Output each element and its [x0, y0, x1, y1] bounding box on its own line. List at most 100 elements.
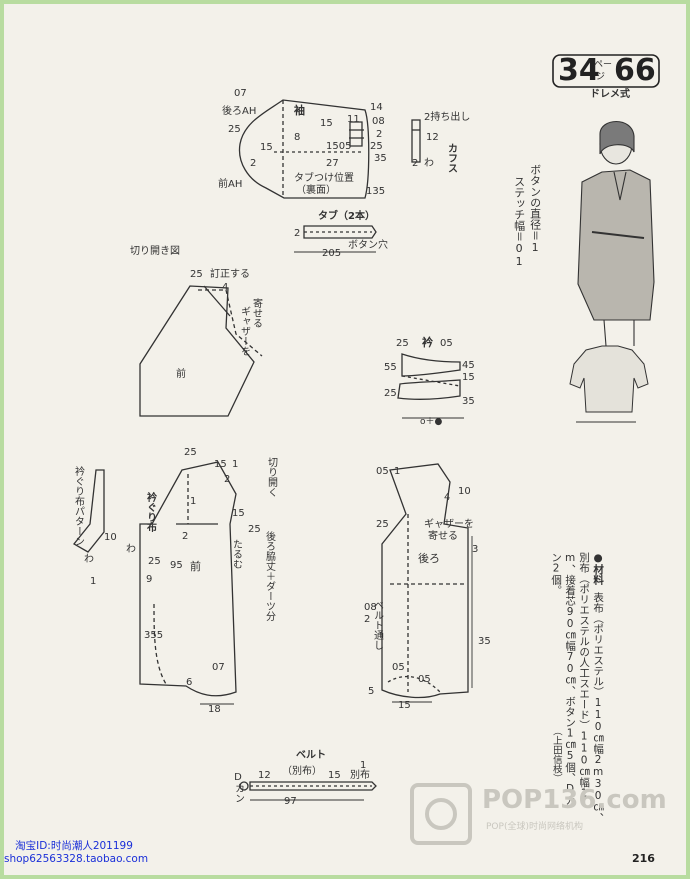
page-prefix: 34 — [558, 53, 600, 88]
sleeve-08: 08 — [372, 116, 385, 127]
slash-gather2-label: 寄せる — [250, 298, 262, 328]
sleeve-1505: 1505 — [326, 141, 351, 152]
back-10: 10 — [458, 486, 471, 497]
style-name: ドレメ式 — [590, 89, 630, 100]
back-gather: ギャザーを — [424, 518, 474, 530]
front-wa: わ — [126, 543, 136, 555]
back-15: 15 — [398, 700, 411, 711]
sleeve-11: 11 — [347, 114, 360, 125]
slash-title: 切り開き図 — [130, 245, 180, 257]
sleeve-2b: 2 — [376, 129, 382, 140]
front-6: 6 — [186, 677, 192, 688]
slash-25: 25 — [190, 269, 203, 280]
front-18: 18 — [208, 704, 221, 715]
cuff-12: 12 — [426, 132, 439, 143]
belt-outline — [249, 781, 377, 791]
stitch-width-note: ステッチ幅＝01 — [512, 176, 526, 268]
sleeve-outline — [238, 99, 370, 199]
sleeve-2: 2 — [250, 158, 256, 169]
front-label: 前 — [190, 559, 201, 573]
flat-illustration — [569, 345, 649, 423]
belt-sub-cloth: （別布） — [282, 765, 322, 777]
tab-button-hole: ボタン穴 — [348, 238, 388, 251]
sleeve-8: 8 — [294, 132, 300, 143]
cuff-outline — [411, 119, 421, 163]
cuff-2: 2 — [412, 158, 418, 169]
collar-15: 15 — [462, 372, 475, 383]
neckband-wa: わ — [84, 553, 94, 565]
model-illustration — [577, 121, 655, 347]
page-reference-badge: 34 ペー ジ 66 ドレメ式 — [552, 53, 660, 100]
front-15: 15 — [214, 459, 227, 470]
page-number-box: 66 — [614, 53, 656, 88]
pattern-drawing: 07 後ろAH 25 15 2 前AH 袖 8 15 11 1505 27 タブ… — [73, 88, 655, 807]
sleeve-25b: 25 — [370, 141, 383, 152]
back-1: 1 — [394, 466, 400, 477]
tarumu-label: たるむ — [230, 539, 242, 569]
front-1c: 1 — [190, 496, 196, 507]
sleeve-25: 25 — [228, 124, 241, 135]
back-05c: 05 — [418, 674, 431, 685]
shop-info: 淘宝ID:时尚潮人201199 shop62563328.taobao.com — [4, 840, 149, 866]
watermark-brand: POP136.com — [482, 785, 667, 815]
tab-title: タブ（2本） — [318, 209, 375, 222]
pattern-page: 34 ペー ジ 66 ドレメ式 ボタンの直径＝1 ステッチ幅＝01 ●材料 表布… — [4, 4, 686, 875]
front-07: 07 — [212, 662, 225, 673]
neckband-10: 10 — [104, 532, 117, 543]
neckband-title: 衿ぐり布パターン — [72, 466, 84, 546]
belt-12: 12 — [258, 770, 271, 781]
materials-line-4: ン2個。 — [550, 552, 563, 596]
materials-heading: ●材料 — [592, 552, 605, 585]
page-label-bottom: ジ — [596, 72, 606, 82]
sleeve-title: 袖 — [294, 103, 305, 117]
collar-note: o＋● — [420, 416, 443, 427]
tab-outline — [303, 225, 377, 239]
back-08: 08 — [364, 602, 377, 613]
collar-binding-label: 衿ぐり布 — [144, 492, 156, 532]
sleeve-front-ah: 前AH — [218, 177, 242, 190]
page-label-top: ペー — [594, 60, 613, 70]
open-label: 切り開く — [265, 457, 277, 497]
belt-15: 15 — [328, 770, 341, 781]
cuff-fold-out: 2持ち出し — [424, 110, 470, 123]
collar-45: 45 — [462, 360, 475, 371]
sleeve-135: 135 — [366, 186, 385, 197]
sleeve-15b: 15 — [320, 118, 333, 129]
collar-55: 55 — [384, 362, 397, 373]
page-number: 216 — [632, 852, 655, 865]
belt-97: 97 — [284, 796, 297, 807]
sleeve-tab-position: タブつけ位置 — [294, 171, 354, 184]
front-25: 25 — [184, 447, 197, 458]
slash-4: 4 — [222, 282, 228, 293]
sleeve-07: 07 — [234, 88, 247, 99]
back-25: 25 — [376, 519, 389, 530]
back-2: 2 — [364, 614, 370, 625]
materials-line-3: m、接着芯90㎝幅70㎝、ボタン1㎝5個、Dカ — [564, 552, 577, 806]
front-9: 9 — [146, 574, 152, 585]
watermark-logo-icon — [410, 783, 472, 845]
shop-url: shop62563328.taobao.com — [4, 853, 149, 865]
collar-title: 衿 — [422, 335, 433, 349]
sleeve-15: 15 — [260, 142, 273, 153]
materials-line-2: 別布（ポリエステルの人工スエード）110㎝幅1 — [578, 552, 591, 800]
sleeve-14: 14 — [370, 102, 383, 113]
collar-outline — [401, 353, 461, 377]
cuff-wa: わ — [424, 157, 434, 169]
watermark: POP136.com POP(全球)时尚网络机构 — [406, 779, 667, 849]
front-95: 95 — [170, 560, 183, 571]
front-bodice-outline — [139, 461, 237, 697]
belt-sub-cloth2: 別布 — [350, 769, 370, 781]
back-5: 5 — [368, 686, 374, 697]
back-35: 35 — [478, 636, 491, 647]
slash-correct: 訂正する — [210, 267, 250, 280]
button-diameter-note: ボタンの直径＝1 — [528, 164, 542, 254]
collar-05: 05 — [440, 338, 453, 349]
sleeve-tab-position-sub: （裏面） — [296, 183, 336, 196]
back-4: 4 — [444, 492, 450, 503]
back-label: 後ろ — [418, 551, 440, 565]
front-2c: 2 — [182, 531, 188, 542]
materials-line-1: 表布（ポリエステル）110㎝幅2m30㎝、 — [592, 592, 605, 823]
belt-title: ベルト — [296, 749, 326, 761]
front-15b: 15 — [232, 508, 245, 519]
belt-loop-label: ベルト通し — [371, 600, 383, 650]
